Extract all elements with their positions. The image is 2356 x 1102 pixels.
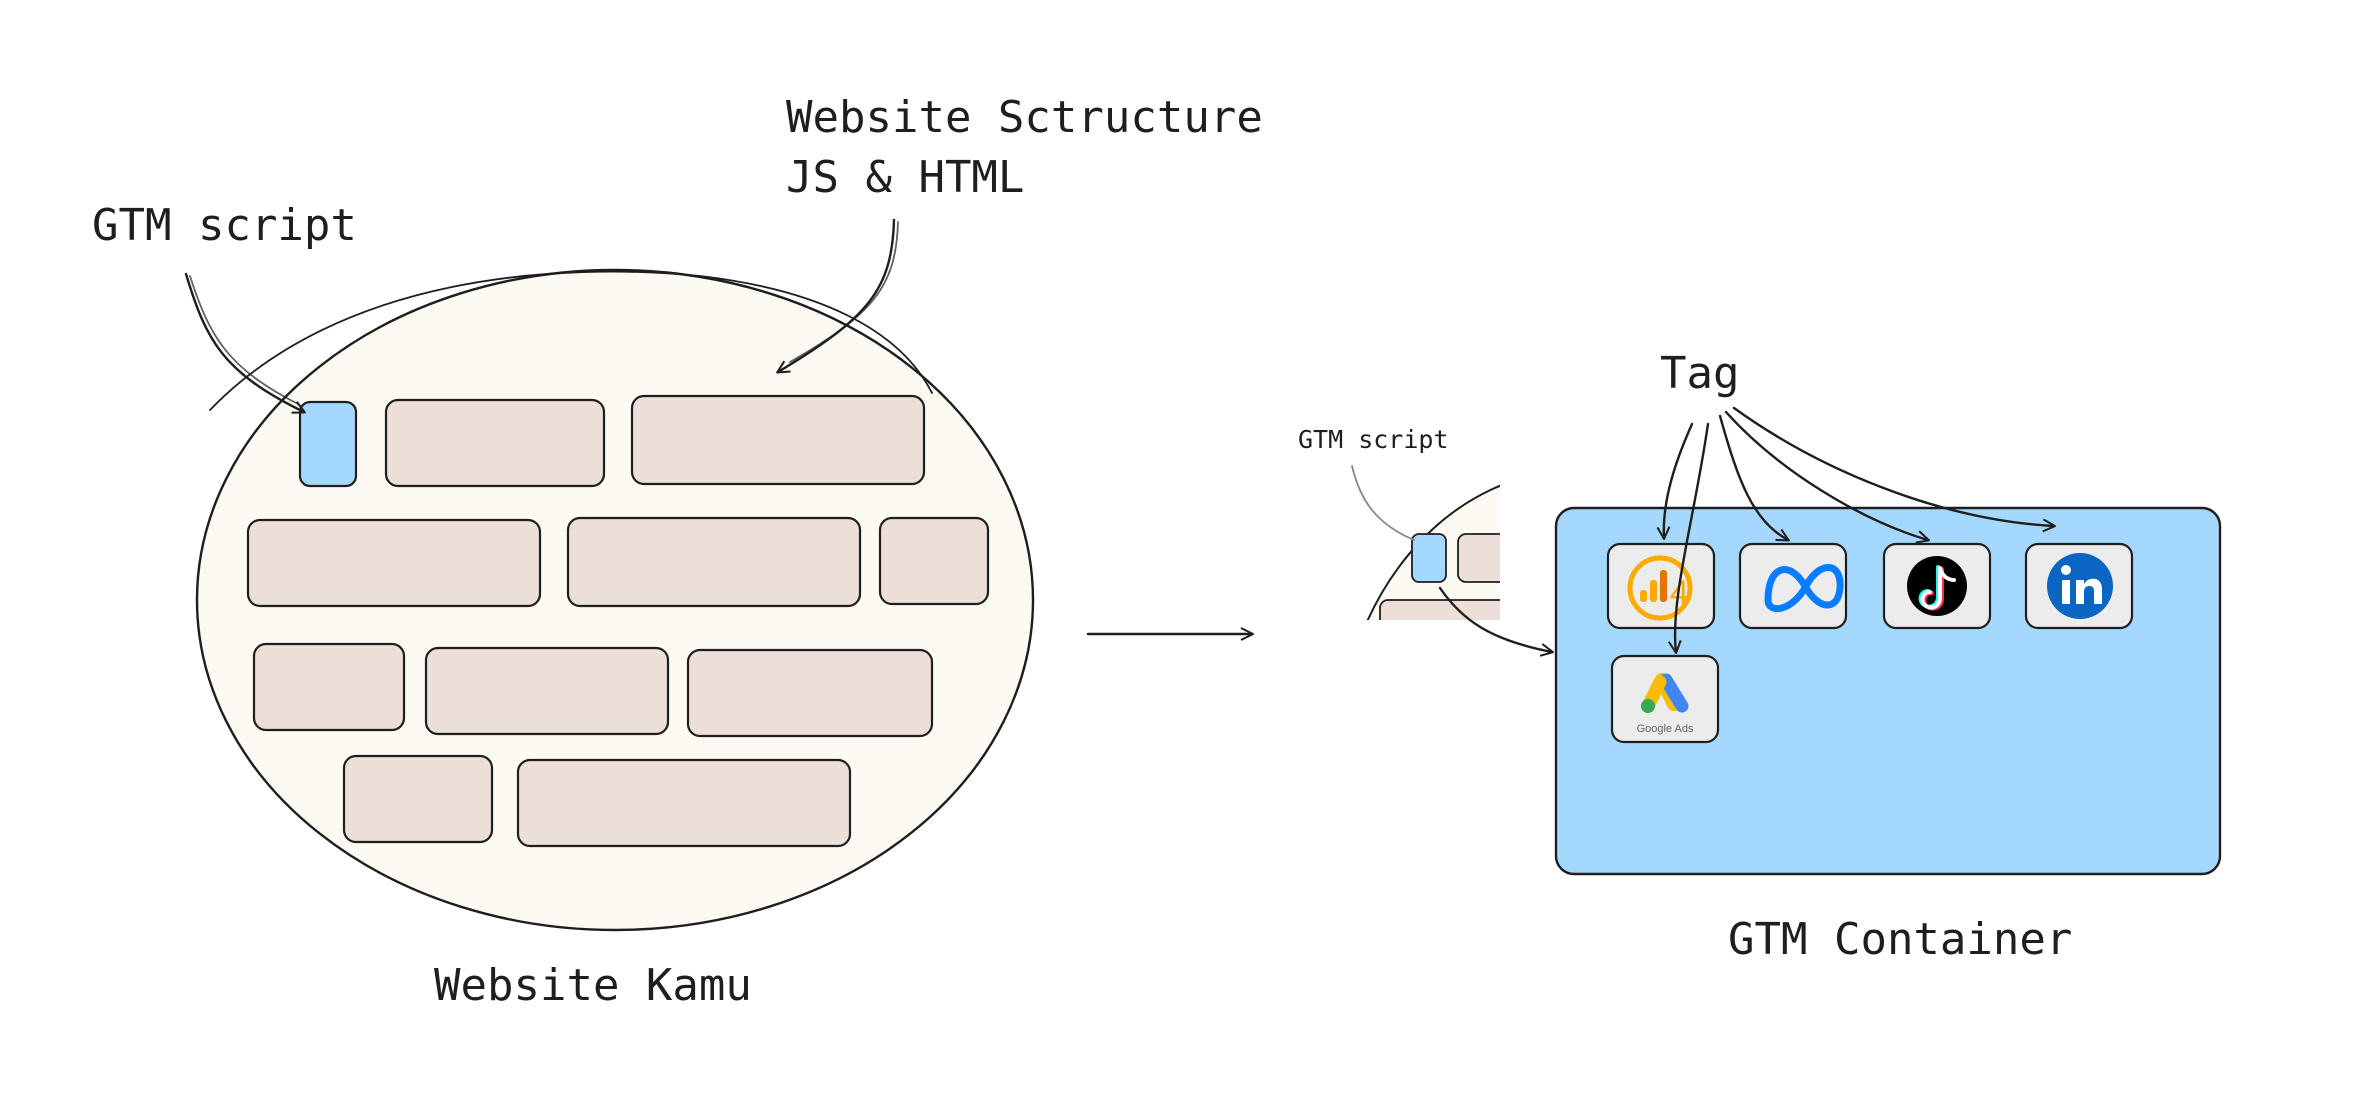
website-block bbox=[384, 398, 606, 488]
website-block bbox=[878, 516, 990, 606]
website-structure-arrow bbox=[776, 218, 896, 374]
linkedin-in-glyph bbox=[2061, 565, 2102, 604]
website-block bbox=[252, 642, 406, 732]
website-blocks bbox=[246, 394, 990, 848]
tiktok-note-glyph bbox=[1918, 565, 1956, 611]
website-block bbox=[246, 518, 542, 608]
gtm-script-label: GTM script bbox=[92, 200, 357, 251]
mini-website bbox=[1366, 484, 1500, 620]
website-block bbox=[630, 394, 926, 486]
website-block bbox=[516, 758, 852, 848]
tag-label: Tag bbox=[1660, 348, 1739, 399]
ga4-tile: 4 bbox=[1606, 542, 1716, 630]
website-structure-label: Website Sctructure bbox=[786, 92, 1263, 143]
website-block bbox=[424, 646, 670, 736]
website-block bbox=[566, 516, 862, 608]
website-block bbox=[342, 754, 494, 844]
gtm-script-arrow bbox=[184, 272, 306, 414]
tag-arrows bbox=[1656, 406, 2056, 654]
meta-icon bbox=[1764, 564, 1844, 612]
website-block bbox=[686, 648, 934, 738]
website-structure-sublabel: JS & HTML bbox=[786, 152, 1024, 203]
website-kamu-label: Website Kamu bbox=[434, 960, 752, 1011]
tiktok-tile bbox=[1882, 542, 1992, 630]
gtm-script-small-arrow bbox=[1351, 465, 1415, 541]
gtm-container-label: GTM Container bbox=[1728, 914, 2072, 965]
mini-to-container-arrow bbox=[1438, 586, 1554, 657]
google-analytics-4-icon: 4 bbox=[1627, 555, 1693, 621]
linkedin-tile bbox=[2024, 542, 2134, 630]
meta-tile bbox=[1738, 542, 1848, 630]
gtm-script-small-label: GTM script bbox=[1298, 425, 1449, 454]
google-ads-icon bbox=[1641, 673, 1689, 713]
google-ads-tile: Google Ads bbox=[1610, 654, 1720, 744]
google-ads-caption: Google Ads bbox=[1637, 723, 1694, 735]
gtm-script-block bbox=[298, 400, 358, 488]
